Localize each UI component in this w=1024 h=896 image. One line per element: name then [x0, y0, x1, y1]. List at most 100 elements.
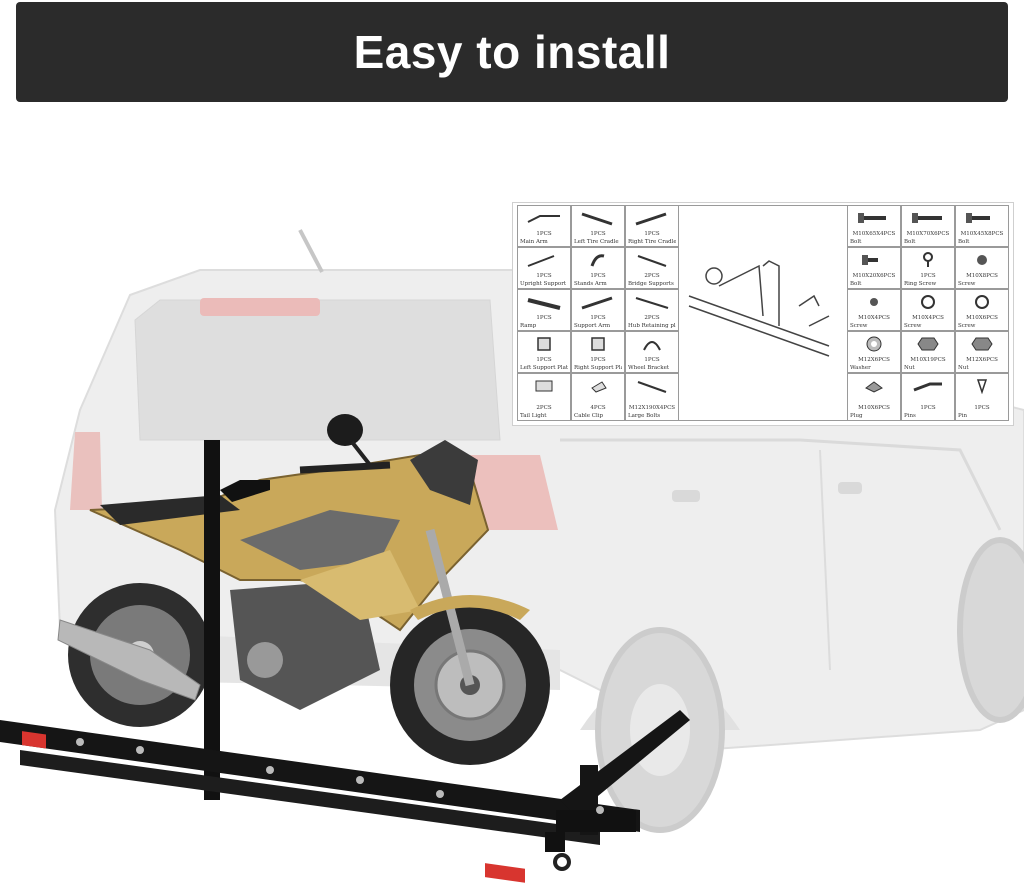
part-cell: 2PCS Bridge Supports	[625, 247, 679, 289]
part-drawing-icon	[581, 296, 613, 310]
part-label: Bolt	[904, 239, 916, 245]
part-cell: M10X6PCS Screw	[955, 289, 1009, 331]
part-label: Stands Arm	[574, 281, 607, 287]
part-qty: M10X8PCS	[966, 273, 998, 279]
part-label: Bolt	[958, 239, 970, 245]
part-label: Ramp	[520, 323, 537, 329]
part-label: Bolt	[850, 239, 862, 245]
part-cell: 1PCS Wheel Bracket	[625, 331, 679, 373]
part-label: Screw	[958, 323, 976, 329]
part-label: Ring Screw	[904, 281, 937, 287]
part-cell: 1PCS Ring Screw	[901, 247, 955, 289]
part-cell: M10X70X6PCS Bolt	[901, 205, 955, 247]
part-label: Right Tire Cradle	[628, 239, 676, 245]
plug-icon	[865, 381, 883, 393]
part-cell: 1PCS Ramp	[517, 289, 571, 331]
part-drawing-icon	[591, 337, 605, 351]
part-cell: 1PCS Pins	[901, 373, 955, 421]
screw-icon	[975, 295, 989, 309]
part-label: Left Support Plate	[520, 365, 568, 371]
part-drawing-icon	[581, 212, 613, 226]
assembly-drawing	[688, 260, 830, 357]
part-qty: M12X6PCS	[966, 357, 998, 363]
part-qty: M10X45X8PCS	[960, 231, 1004, 237]
nut-icon	[917, 337, 939, 351]
part-qty: 1PCS	[536, 357, 552, 363]
part-qty: 2PCS	[644, 315, 660, 321]
part-qty: 1PCS	[536, 231, 552, 237]
part-drawing-icon	[527, 255, 555, 267]
part-drawing-icon	[537, 337, 551, 351]
screw-icon	[977, 255, 987, 265]
part-qty: M10X4PCS	[858, 315, 890, 321]
part-drawing-icon	[590, 254, 605, 267]
part-cell: 2PCS Hub Retaining plate	[625, 289, 679, 331]
part-label: Pins	[904, 413, 916, 419]
part-cell: M10X20X6PCS Bolt	[847, 247, 901, 289]
part-qty: 2PCS	[536, 405, 552, 411]
part-label: Pin	[958, 413, 968, 419]
part-label: Plug	[850, 413, 863, 419]
part-drawing-icon	[527, 298, 561, 310]
hitch-carrier-image	[0, 440, 690, 883]
part-cell: M12X190X4PCS Large Bolts	[625, 373, 679, 421]
part-qty: M10X70X6PCS	[906, 231, 950, 237]
part-label: Nut	[904, 365, 915, 371]
part-label: Support Arm	[574, 323, 611, 329]
part-label: Right Support Plate	[574, 365, 622, 371]
part-qty: 1PCS	[590, 273, 606, 279]
part-cell: M10X8PCS Screw	[955, 247, 1009, 289]
bolt-icon	[912, 213, 942, 223]
part-drawing-icon	[643, 341, 661, 351]
title-banner: Easy to install	[16, 2, 1008, 102]
part-drawing-icon	[635, 212, 667, 226]
part-cell: M10X45X8PCS Bolt	[955, 205, 1009, 247]
part-label: Screw	[958, 281, 976, 287]
part-label: Tail Light	[520, 413, 547, 419]
part-label: Washer	[850, 365, 871, 371]
washer-icon	[866, 336, 882, 352]
bolt-icon	[858, 213, 886, 223]
nut-icon	[971, 337, 993, 351]
screw-icon	[921, 295, 935, 309]
bolt-icon	[966, 213, 990, 223]
part-qty: M10X6PCS	[858, 405, 890, 411]
motorcycle-image	[57, 414, 550, 765]
part-label: Left Tire Cradle	[574, 239, 619, 245]
part-cell: M10X4PCS Screw	[847, 289, 901, 331]
part-label: Cable Clip	[574, 413, 604, 419]
part-cell: 1PCS Upright Support	[517, 247, 571, 289]
part-cell: 4PCS Cable Clip	[571, 373, 625, 421]
parts-grid: 1PCS Main Arm 1PCS Left Tire Cradle 1PCS…	[513, 203, 1013, 425]
part-label: Bridge Supports	[628, 281, 674, 287]
part-qty: M10X4PCS	[912, 315, 944, 321]
part-cell: 1PCS Main Arm	[517, 205, 571, 247]
part-qty: 1PCS	[536, 315, 552, 321]
part-qty: 1PCS	[590, 357, 606, 363]
part-label: Hub Retaining plate	[628, 323, 676, 329]
part-cell: 1PCS Left Support Plate	[517, 331, 571, 373]
part-label: Upright Support	[520, 281, 567, 287]
parts-list-panel: 1PCS Main Arm 1PCS Left Tire Cradle 1PCS…	[512, 202, 1014, 426]
part-label: Screw	[904, 323, 922, 329]
part-drawing-icon	[527, 215, 560, 223]
part-drawing-icon	[635, 297, 669, 309]
pin-icon	[976, 379, 988, 394]
part-qty: M10X65X4PCS	[852, 231, 896, 237]
part-cell: M10X6PCS Plug	[847, 373, 901, 421]
assembly-drawing-cell	[679, 205, 847, 421]
part-cell: 1PCS Right Support Plate	[571, 331, 625, 373]
part-label: Bolt	[850, 281, 862, 287]
part-qty: 2PCS	[644, 273, 660, 279]
part-drawing-icon	[637, 381, 667, 393]
part-cell: M12X6PCS Nut	[955, 331, 1009, 373]
part-qty: 1PCS	[590, 315, 606, 321]
part-cell: 1PCS Left Tire Cradle	[571, 205, 625, 247]
part-label: Main Arm	[520, 239, 548, 245]
part-qty: 1PCS	[590, 231, 606, 237]
part-qty: 1PCS	[920, 273, 936, 279]
part-qty: 1PCS	[974, 405, 990, 411]
part-cell: 2PCS Tail Light	[517, 373, 571, 421]
part-cell: M10X4PCS Screw	[901, 289, 955, 331]
bolt-icon	[862, 255, 878, 265]
